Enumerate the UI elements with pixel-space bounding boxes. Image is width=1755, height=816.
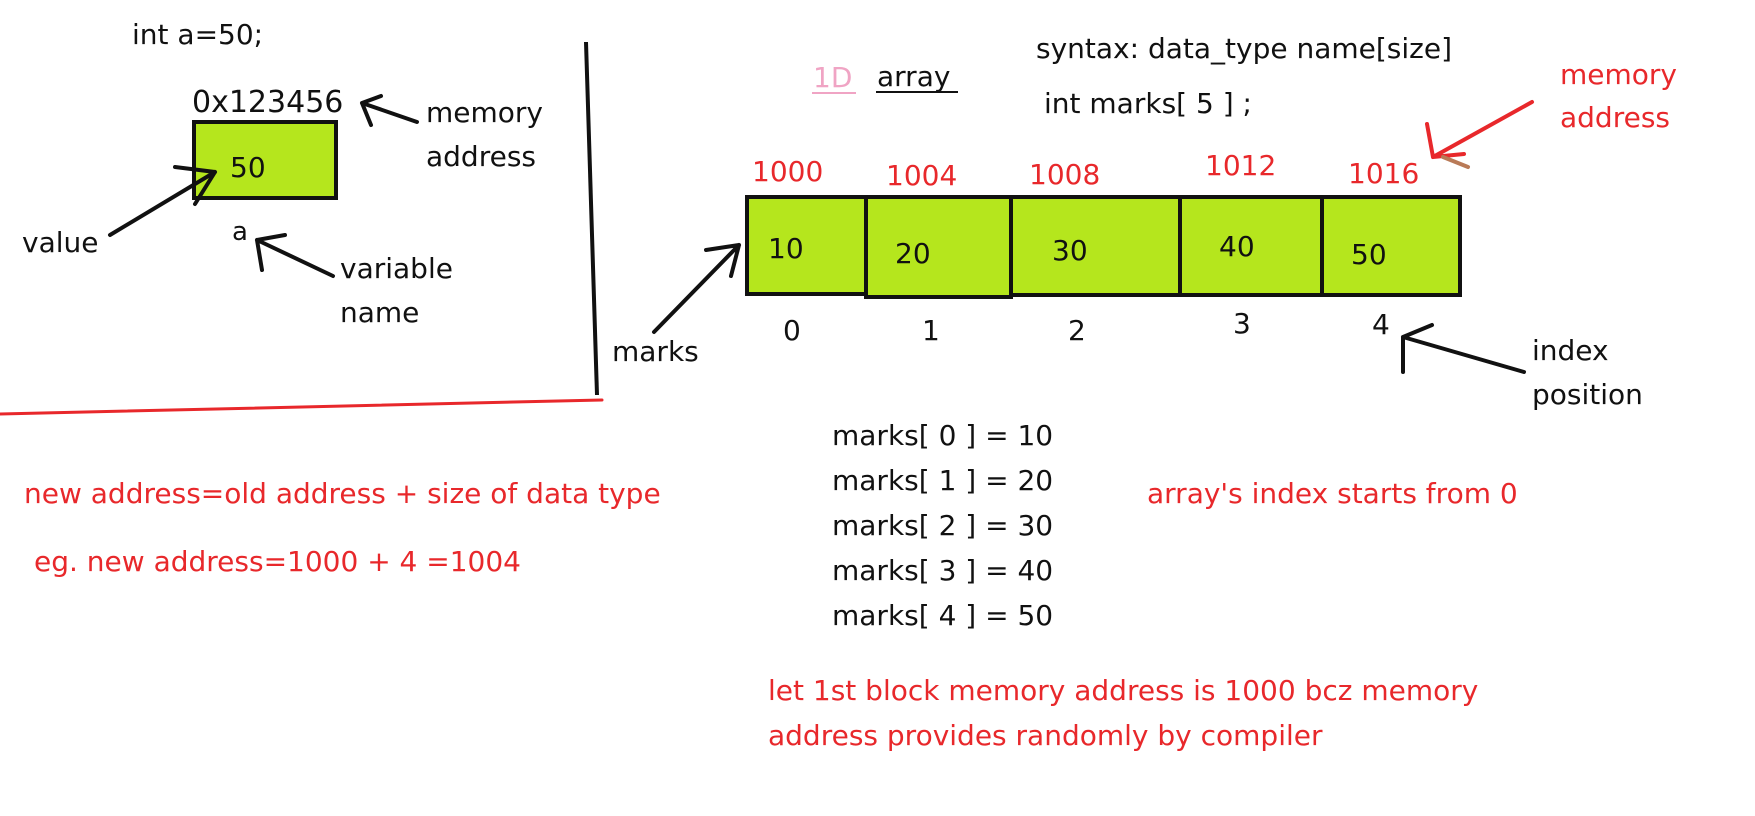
variable-declaration: int a=50; <box>132 18 263 51</box>
array-cell-1 <box>864 195 1013 299</box>
variable-name-label-line2: name <box>340 296 419 329</box>
memory-address-arrow <box>360 94 419 127</box>
array-cell-4 <box>1320 195 1462 297</box>
array-memory-label-line1: memory <box>1560 58 1677 91</box>
array-title-prefix: 1D <box>813 61 852 94</box>
array-memory-arrow-tail <box>1441 155 1470 169</box>
variable-address: 0x123456 <box>192 85 343 120</box>
array-name-arrow <box>652 243 741 334</box>
assignment-line-3: marks[ 3 ] = 40 <box>832 554 1053 587</box>
assignment-line-1: marks[ 1 ] = 20 <box>832 464 1053 497</box>
array-memory-label-line2: address <box>1560 101 1670 134</box>
assignment-line-0: marks[ 0 ] = 10 <box>832 419 1053 452</box>
array-index-note: array's index starts from 0 <box>1147 477 1518 510</box>
array-value-0: 10 <box>768 232 804 265</box>
array-name-label: marks <box>612 335 699 368</box>
variable-name-label-line1: variable <box>340 252 453 285</box>
random-address-note-line1: let 1st block memory address is 1000 bcz… <box>768 674 1478 707</box>
array-address-3: 1012 <box>1205 149 1276 182</box>
array-title: array <box>877 60 950 93</box>
array-memory-arrow <box>1425 100 1534 159</box>
variable-value: 50 <box>230 151 266 184</box>
horizontal-divider <box>0 398 604 416</box>
array-address-2: 1008 <box>1029 158 1100 191</box>
array-cell-2 <box>1009 195 1182 297</box>
address-formula-note: new address=old address + size of data t… <box>24 477 661 510</box>
value-arrow <box>108 165 217 237</box>
variable-name-arrow <box>255 233 335 278</box>
array-index-1: 1 <box>922 314 940 347</box>
array-value-2: 30 <box>1052 234 1088 267</box>
array-value-4: 50 <box>1351 238 1387 271</box>
array-address-0: 1000 <box>752 155 823 188</box>
index-position-label-line2: position <box>1532 378 1643 411</box>
array-syntax: syntax: data_type name[size] <box>1036 32 1452 65</box>
array-index-0: 0 <box>783 314 801 347</box>
index-position-label-line1: index <box>1532 334 1609 367</box>
variable-name: a <box>232 217 248 247</box>
value-label: value <box>22 226 98 259</box>
assignment-line-2: marks[ 2 ] = 30 <box>832 509 1053 542</box>
memory-address-label-line2: address <box>426 140 536 173</box>
assignment-line-4: marks[ 4 ] = 50 <box>832 599 1053 632</box>
array-value-1: 20 <box>895 237 931 270</box>
array-address-1: 1004 <box>886 159 957 192</box>
array-value-3: 40 <box>1219 230 1255 263</box>
variable-box <box>192 120 338 200</box>
array-index-3: 3 <box>1233 307 1251 340</box>
array-address-4: 1016 <box>1348 157 1419 190</box>
memory-address-label-line1: memory <box>426 96 543 129</box>
address-example-note: eg. new address=1000 + 4 =1004 <box>34 545 521 578</box>
array-declaration: int marks[ 5 ] ; <box>1044 87 1252 120</box>
array-cell-3 <box>1178 195 1324 297</box>
array-index-4: 4 <box>1372 308 1390 341</box>
index-position-arrow <box>1401 323 1526 374</box>
vertical-divider <box>584 41 599 396</box>
array-index-2: 2 <box>1068 314 1086 347</box>
random-address-note-line2: address provides randomly by compiler <box>768 719 1323 752</box>
